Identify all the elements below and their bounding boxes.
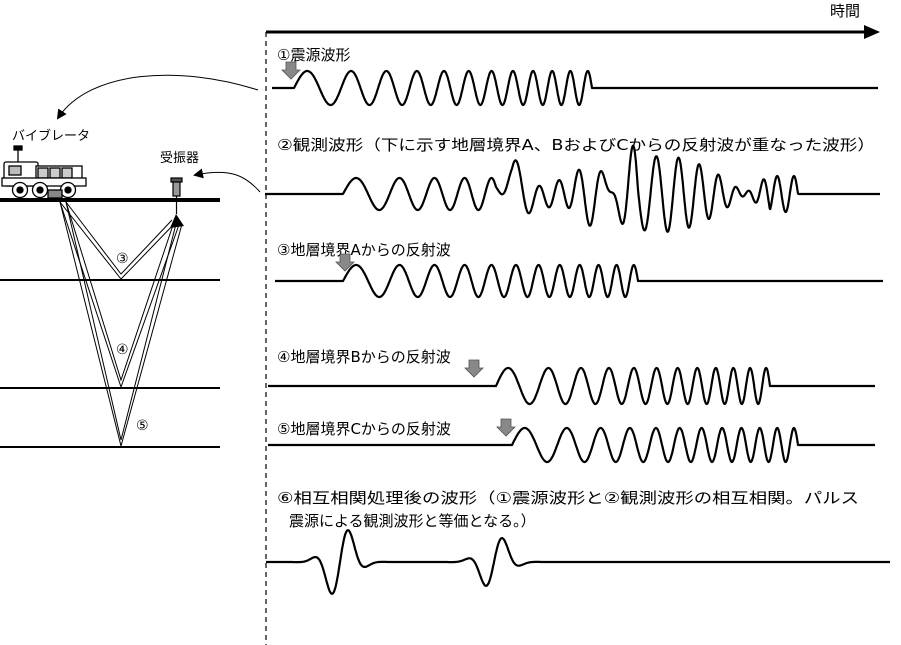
reflection-b-label: ④地層境界Bからの反射波 [277,348,451,366]
correlated-wave-label-line2: 震源による観測波形と等価となる。） [289,512,536,530]
ray-label-4: ④ [116,342,129,358]
time-axis-label: 時間 [830,2,860,20]
source-waveform [272,69,878,107]
onset-arrow-icon [281,61,301,80]
observed-wave-label: ②観測波形（下に示す地層境界A、BおよびCからの反射波が重なった波形） [277,136,875,154]
observed-waveform [264,144,881,233]
onset-arrow-icon [496,418,516,437]
source-to-vibrator-arrow [56,74,259,120]
reflection-a-label: ③地層境界Aからの反射波 [277,241,451,259]
ray-label-3: ③ [116,251,129,267]
ray-paths [59,201,183,448]
vibrator-truck-icon [1,145,87,199]
reflection-a-waveform [275,263,883,299]
correlated-wave-label-line1: ⑥相互相関処理後の波形（①震源波形と②観測波形の相互相関。パルス [277,489,859,507]
receiver-icon [170,177,183,214]
time-axis-arrowhead [864,25,880,39]
vibrator-label: バイブレータ [12,128,90,144]
onset-markers [281,61,516,437]
source-wave-label: ①震源波形 [277,46,350,64]
onset-arrow-icon [464,359,484,378]
correlated-waveform [265,529,891,595]
observed-to-receiver-arrow [193,168,261,193]
receiver-label: 受振器 [160,151,199,166]
ray-arrowhead [170,214,184,228]
reflection-c-waveform [268,426,875,464]
reflection-b-waveform [268,366,875,406]
reflection-c-label: ⑤地層境界Cからの反射波 [277,420,451,438]
ray-label-5: ⑤ [136,418,149,434]
onset-arrow-icon [335,253,355,272]
